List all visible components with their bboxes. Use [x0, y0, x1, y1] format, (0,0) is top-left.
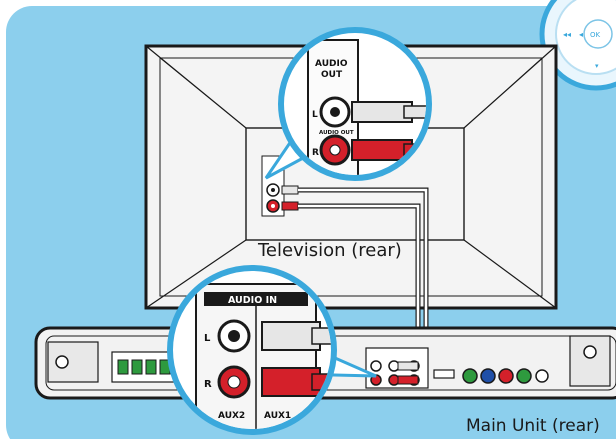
audio-cables	[298, 187, 429, 382]
remote-ok-label: OK	[590, 31, 601, 39]
tv-audio-out-label-2: OUT	[321, 70, 343, 80]
tv-audio-out-small-label: AUDIO OUT	[319, 130, 354, 136]
tv-caption: Television (rear)	[257, 240, 402, 261]
unit-caption: Main Unit (rear)	[466, 416, 600, 436]
remote-down-arrow: ▾	[595, 62, 599, 70]
tv-jack-left-label: L	[312, 110, 318, 120]
unit-audio-in-magnifier: AUDIO IN L R AUX2 AUX1	[167, 265, 337, 435]
unit-jack-right-label: R	[204, 379, 212, 390]
remote-left-arrows: ◂◂	[563, 30, 571, 39]
unit-jack-left-label: L	[204, 333, 211, 344]
tv-white-plug-icon	[351, 101, 413, 123]
tv-jack-right-label: R	[312, 148, 319, 158]
aux2-label: AUX2	[218, 411, 245, 421]
audio-in-label: AUDIO IN	[228, 295, 277, 306]
tv-audio-out-label-1: AUDIO	[315, 59, 348, 69]
remote-left-arrow: ◂	[579, 30, 583, 39]
tv-audio-out-magnifier: AUDIO OUT AUDIO OUT L R	[278, 27, 432, 181]
aux1-label: AUX1	[264, 411, 291, 421]
remote-control-icon: OK ◂◂ ◂ ▾	[539, 0, 616, 91]
